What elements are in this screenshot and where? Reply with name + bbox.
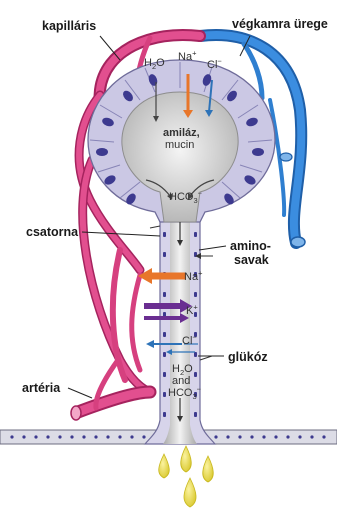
label-mucin: mucin [165, 140, 194, 151]
label-arteria: artéria [22, 382, 60, 395]
label-csatorna: csatorna [26, 226, 78, 239]
label-hco3-top: HCO3− [169, 192, 202, 203]
label-amilaz: amiláz, [163, 128, 200, 139]
label-water-top: H2O [144, 58, 165, 69]
saliva-drop [184, 478, 196, 507]
label-and: and [172, 376, 190, 387]
saliva-drops [159, 446, 214, 507]
label-kapillaris: kapilláris [42, 20, 96, 33]
label-sodium-duct: Na+ [184, 272, 202, 283]
label-sodium-top: Na+ [178, 52, 196, 63]
artery-cut-end-top [280, 153, 292, 161]
saliva-drop [181, 446, 192, 472]
artery-cut-end [71, 406, 81, 420]
saliva-drop [159, 454, 170, 478]
label-aminosavak-2: savak [234, 254, 269, 267]
label-chloride-duct: Cl− [182, 336, 197, 347]
vein-cut-end [291, 237, 305, 247]
label-hco3-bottom: HCO3− [168, 388, 201, 399]
label-potassium-duct: K+ [186, 306, 198, 317]
saliva-drop [203, 456, 214, 482]
label-water-bottom: H2O [172, 364, 193, 375]
label-chloride-top: Cl− [207, 60, 222, 71]
label-glukoz: glükóz [228, 351, 268, 364]
label-aminosavak-1: amino- [230, 240, 271, 253]
label-vegkamra-urege: végkamra ürege [232, 18, 328, 31]
